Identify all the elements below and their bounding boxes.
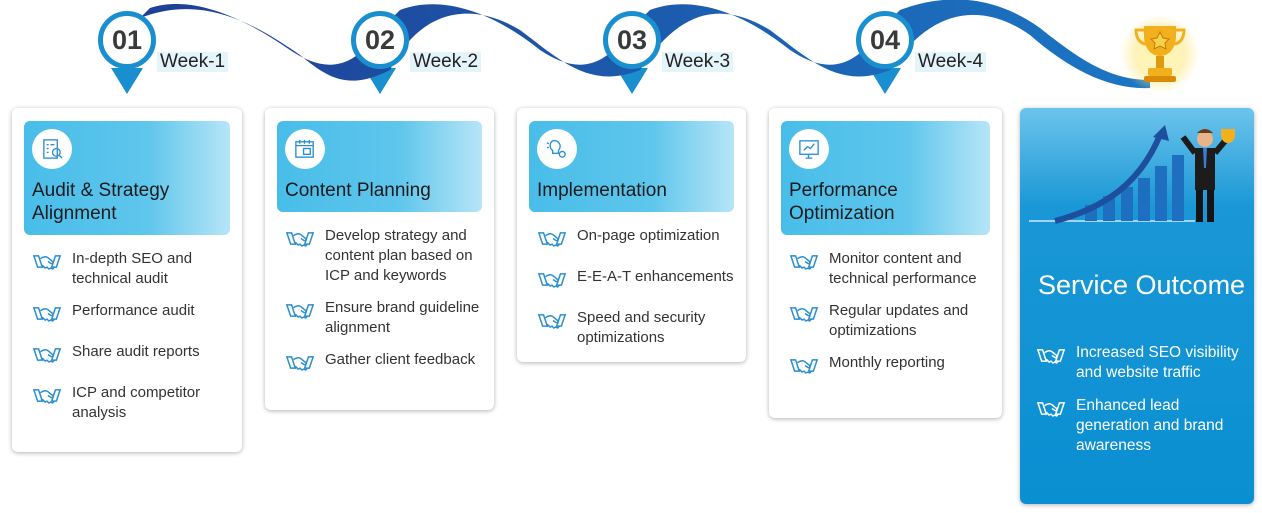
handshake-icon	[1036, 345, 1068, 372]
task-text: Monthly reporting	[829, 354, 945, 371]
task-text: ICP and competitor analysis	[72, 384, 201, 421]
task-item: Speed and security optimizations	[537, 308, 734, 348]
task-item: Regular updates and optimizations	[789, 301, 990, 341]
step-number-pin: 01	[98, 11, 156, 94]
step-title: Content Planning	[285, 180, 431, 201]
task-text: Develop strategy and content plan based …	[325, 227, 473, 284]
step-header: Performance Optimization	[781, 121, 990, 235]
step-number-pin: 03	[603, 11, 661, 94]
task-item: In-depth SEO and technical audit	[32, 249, 230, 289]
task-text: Gather client feedback	[325, 351, 476, 368]
step-header: Content Planning	[277, 121, 482, 212]
handshake-icon	[285, 352, 317, 379]
step-task-list: Monitor content and technical performanc…	[781, 249, 990, 382]
task-text: Share audit reports	[72, 343, 200, 360]
idea-gear-icon	[537, 129, 577, 169]
step-header: Implementation	[529, 121, 734, 212]
task-text: In-depth SEO and technical audit	[72, 250, 193, 287]
handshake-icon	[789, 251, 821, 278]
audit-report-icon	[32, 129, 72, 169]
step-title: Performance Optimization	[789, 180, 898, 224]
outcome-item: Increased SEO visibility and website tra…	[1036, 343, 1246, 383]
task-item: Gather client feedback	[285, 350, 482, 379]
week-label: Week-4	[915, 52, 987, 72]
step-number-pin: 04	[856, 11, 914, 94]
calendar-plan-icon	[285, 129, 325, 169]
step-title: Audit & Strategy Alignment	[32, 180, 170, 224]
handshake-icon	[32, 303, 64, 330]
task-text: E-E-A-T enhancements	[577, 268, 734, 285]
task-text: Speed and security optimizations	[577, 309, 706, 346]
outcome-item: Enhanced lead generation and brand aware…	[1036, 396, 1246, 456]
task-item: Develop strategy and content plan based …	[285, 226, 482, 286]
monitor-chart-icon	[789, 129, 829, 169]
outcome-list: Increased SEO visibility and website tra…	[1036, 343, 1246, 469]
task-item: Monthly reporting	[789, 353, 990, 382]
step-number-pin: 02	[351, 11, 409, 94]
handshake-icon	[32, 385, 64, 412]
handshake-icon	[32, 344, 64, 371]
handshake-icon	[1036, 398, 1068, 425]
growth-chart-businessman-illustration	[1029, 125, 1235, 224]
step-task-list: Develop strategy and content plan based …	[277, 226, 482, 379]
handshake-icon	[537, 269, 569, 296]
outcome-title: Service Outcome	[1038, 270, 1246, 300]
handshake-icon	[285, 300, 317, 327]
week-label: Week-1	[157, 52, 229, 72]
task-item: Monitor content and technical performanc…	[789, 249, 990, 289]
task-item: Ensure brand guideline alignment	[285, 298, 482, 338]
step-title: Implementation	[537, 180, 667, 201]
step-header: Audit & Strategy Alignment	[24, 121, 230, 235]
task-item: ICP and competitor analysis	[32, 383, 230, 423]
task-text: Performance audit	[72, 302, 195, 319]
handshake-icon	[789, 355, 821, 382]
outcome-text: Enhanced lead generation and brand aware…	[1076, 397, 1224, 454]
handshake-icon	[789, 303, 821, 330]
task-item: Share audit reports	[32, 342, 230, 371]
task-item: E-E-A-T enhancements	[537, 267, 734, 296]
week-label: Week-3	[662, 52, 734, 72]
task-text: Regular updates and optimizations	[829, 302, 969, 339]
task-text: Ensure brand guideline alignment	[325, 299, 480, 336]
handshake-icon	[285, 228, 317, 255]
task-text: On-page optimization	[577, 227, 720, 244]
handshake-icon	[32, 251, 64, 278]
service-outcome-card: Service Outcome Increased SEO visibility…	[1020, 108, 1254, 504]
task-item: Performance audit	[32, 301, 230, 330]
trophy-icon	[1120, 14, 1200, 94]
handshake-icon	[537, 228, 569, 255]
week-label: Week-2	[410, 52, 482, 72]
task-text: Monitor content and technical performanc…	[829, 250, 977, 287]
outcome-text: Increased SEO visibility and website tra…	[1076, 344, 1239, 381]
task-item: On-page optimization	[537, 226, 734, 255]
handshake-icon	[537, 310, 569, 337]
